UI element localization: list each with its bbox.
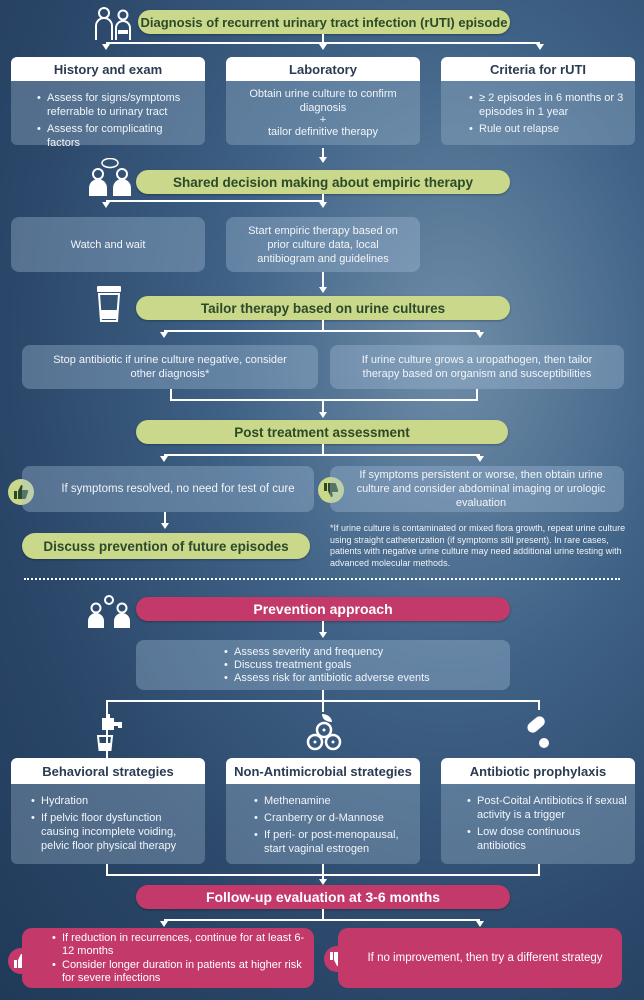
tailor-therapy-title: Tailor therapy based on urine cultures bbox=[136, 296, 510, 320]
lab-line-2: tailor definitive therapy bbox=[267, 126, 379, 138]
antibiotic-prophylaxis-header: Antibiotic prophylaxis bbox=[441, 758, 635, 784]
behavioral-item-1: Hydration bbox=[31, 794, 197, 808]
diagnosis-title: Diagnosis of recurrent urinary tract inf… bbox=[138, 10, 510, 34]
doctor-patient-icon bbox=[95, 7, 131, 40]
history-exam-body: Assess for signs/symptoms referrable to … bbox=[11, 81, 205, 149]
shared-decision-title: Shared decision making about empiric the… bbox=[136, 170, 510, 194]
history-item-2: Assess for complicating factors bbox=[37, 122, 197, 150]
lab-plus: + bbox=[319, 114, 327, 126]
symptoms-persistent-box: If symptoms persistent or worse, then ob… bbox=[330, 466, 624, 512]
follow-up-title: Follow-up evaluation at 3-6 months bbox=[136, 885, 510, 909]
history-item-1: Assess for signs/symptoms referrable to … bbox=[37, 91, 197, 119]
criteria-item-2: Rule out relapse bbox=[469, 122, 627, 136]
symptoms-resolved-box: If symptoms resolved, no need for test o… bbox=[22, 466, 314, 512]
prevention-item-3: Assess risk for antibiotic adverse event… bbox=[224, 672, 430, 685]
criteria-body: ≥ 2 episodes in 6 months or 3 episodes i… bbox=[441, 81, 635, 145]
prevention-approach-title: Prevention approach bbox=[136, 597, 510, 621]
criteria-header: Criteria for rUTI bbox=[441, 57, 635, 81]
uropathogen-box: If urine culture grows a uropathogen, th… bbox=[330, 345, 624, 389]
laboratory-body: Obtain urine culture to confirm diagnosi… bbox=[226, 81, 420, 145]
discuss-prevention-pill: Discuss prevention of future episodes bbox=[22, 533, 310, 559]
behavioral-header: Behavioral strategies bbox=[11, 758, 205, 784]
urine-cup-icon bbox=[97, 286, 121, 322]
prevention-assessment-box: Assess severity and frequency Discuss tr… bbox=[136, 640, 510, 690]
antibiotic-item-2: Low dose continuous antibiotics bbox=[467, 825, 627, 853]
non-antimicrobial-body: Methenamine Cranberry or d-Mannose If pe… bbox=[226, 784, 420, 864]
non-antimicrobial-header: Non-Antimicrobial strategies bbox=[226, 758, 420, 784]
footnote-text: *If urine culture is contaminated or mix… bbox=[330, 523, 626, 568]
empiric-therapy-box: Start empiric therapy based on prior cul… bbox=[226, 217, 420, 272]
post-treatment-title: Post treatment assessment bbox=[136, 420, 508, 444]
criteria-item-1: ≥ 2 episodes in 6 months or 3 episodes i… bbox=[469, 91, 627, 119]
non-antimicrobial-item-1: Methenamine bbox=[254, 794, 412, 808]
thumbs-down-icon bbox=[318, 477, 344, 503]
antibiotic-prophylaxis-body: Post-Coital Antibiotics if sexual activi… bbox=[441, 784, 635, 864]
doctors-discussion-icon bbox=[89, 158, 131, 196]
laboratory-header: Laboratory bbox=[226, 57, 420, 81]
non-antimicrobial-item-3: If peri- or post-menopausal, start vagin… bbox=[254, 828, 412, 856]
prevention-item-1: Assess severity and frequency bbox=[224, 646, 430, 659]
reduction-item-1: If reduction in recurrences, continue fo… bbox=[52, 932, 306, 958]
non-antimicrobial-item-2: Cranberry or d-Mannose bbox=[254, 811, 412, 825]
reduction-box: If reduction in recurrences, continue fo… bbox=[22, 928, 314, 988]
behavioral-body: Hydration If pelvic floor dysfunction ca… bbox=[11, 784, 205, 864]
section-divider bbox=[24, 578, 620, 580]
faucet-glass-icon bbox=[96, 714, 122, 751]
lab-line-1: Obtain urine culture to confirm diagnosi… bbox=[249, 88, 397, 114]
cranberry-icon bbox=[306, 714, 342, 751]
pill-icon bbox=[527, 716, 549, 748]
antibiotic-item-1: Post-Coital Antibiotics if sexual activi… bbox=[467, 794, 627, 822]
team-icon bbox=[88, 595, 130, 628]
thumbs-up-icon bbox=[8, 479, 34, 505]
watch-and-wait-box: Watch and wait bbox=[11, 217, 205, 272]
history-exam-header: History and exam bbox=[11, 57, 205, 81]
stop-antibiotic-box: Stop antibiotic if urine culture negativ… bbox=[22, 345, 318, 389]
reduction-item-2: Consider longer duration in patients at … bbox=[52, 959, 306, 985]
behavioral-item-2: If pelvic floor dysfunction causing inco… bbox=[31, 811, 197, 853]
no-improvement-box: If no improvement, then try a different … bbox=[338, 928, 622, 988]
prevention-item-2: Discuss treatment goals bbox=[224, 659, 430, 672]
